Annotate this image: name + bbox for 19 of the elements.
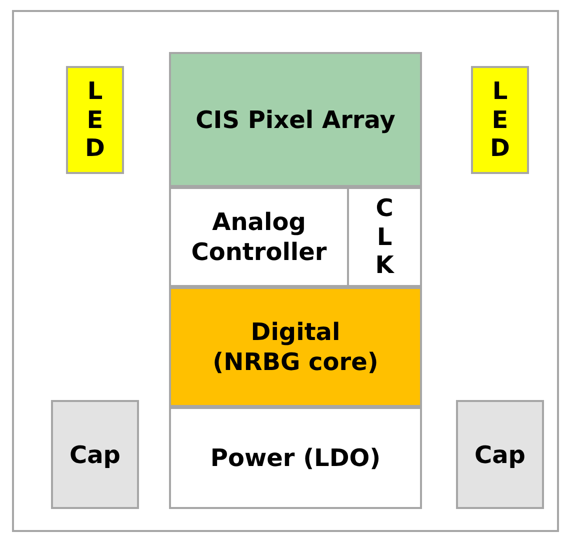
block-label: Power (LDO): [210, 443, 381, 473]
power-block: [169, 407, 422, 509]
block-label: CIS Pixel Array: [194, 104, 396, 134]
block-label: Analog Controller: [190, 207, 328, 267]
pixel-array-block: [169, 52, 422, 187]
controller-block: [169, 187, 349, 287]
block-label: CLK: [374, 194, 396, 280]
digital-block: [169, 287, 422, 407]
capacitor-block: [456, 400, 544, 509]
block-label: Cap: [70, 440, 120, 470]
led-block: [471, 66, 529, 174]
capacitor-block: [51, 400, 139, 509]
led-block: [66, 66, 124, 174]
block-label: LED: [489, 76, 511, 164]
block-label: Cap: [474, 440, 526, 470]
block-label: Digital (NRBG core): [212, 317, 380, 377]
clock-block: [347, 187, 422, 287]
chip-outline: [12, 10, 559, 532]
block-label: LED: [84, 76, 106, 164]
